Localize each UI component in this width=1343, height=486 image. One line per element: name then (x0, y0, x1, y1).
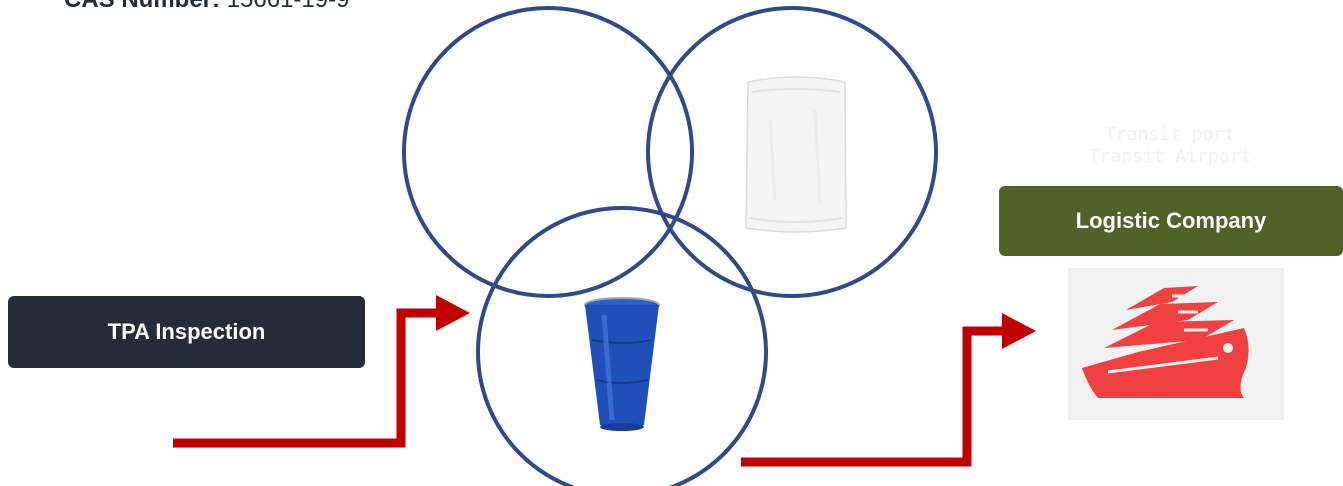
tpa-inspection-label: TPA Inspection (108, 319, 266, 345)
white-bag-icon (746, 77, 846, 232)
transit-note: Transit port Transit Airport (1040, 124, 1300, 168)
ship-card (1068, 268, 1284, 420)
cargo-ship-icon (1068, 268, 1284, 420)
transit-airport-label: Transit Airport (1040, 146, 1300, 168)
logistic-company-label: Logistic Company (1076, 208, 1267, 234)
tpa-inspection-box: TPA Inspection (8, 296, 365, 368)
arrow-products-to-logistic (741, 313, 1036, 462)
transit-port-label: Transit port (1040, 124, 1300, 146)
blue-drum-icon (585, 298, 659, 431)
logistic-company-box: Logistic Company (999, 186, 1343, 256)
